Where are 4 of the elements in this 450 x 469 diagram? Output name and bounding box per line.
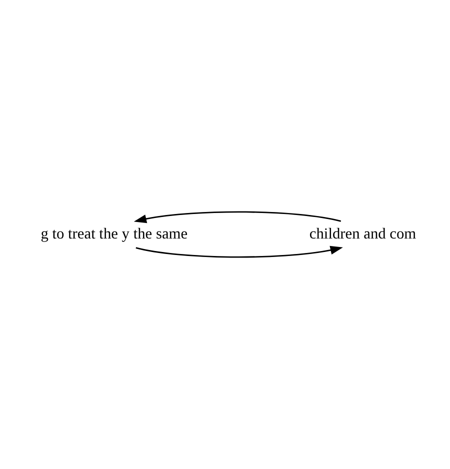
arrow (136, 246, 343, 258)
arrow (134, 211, 342, 224)
node-text: g to treat the y the same (40, 225, 188, 242)
node-text: children and com (309, 225, 416, 242)
